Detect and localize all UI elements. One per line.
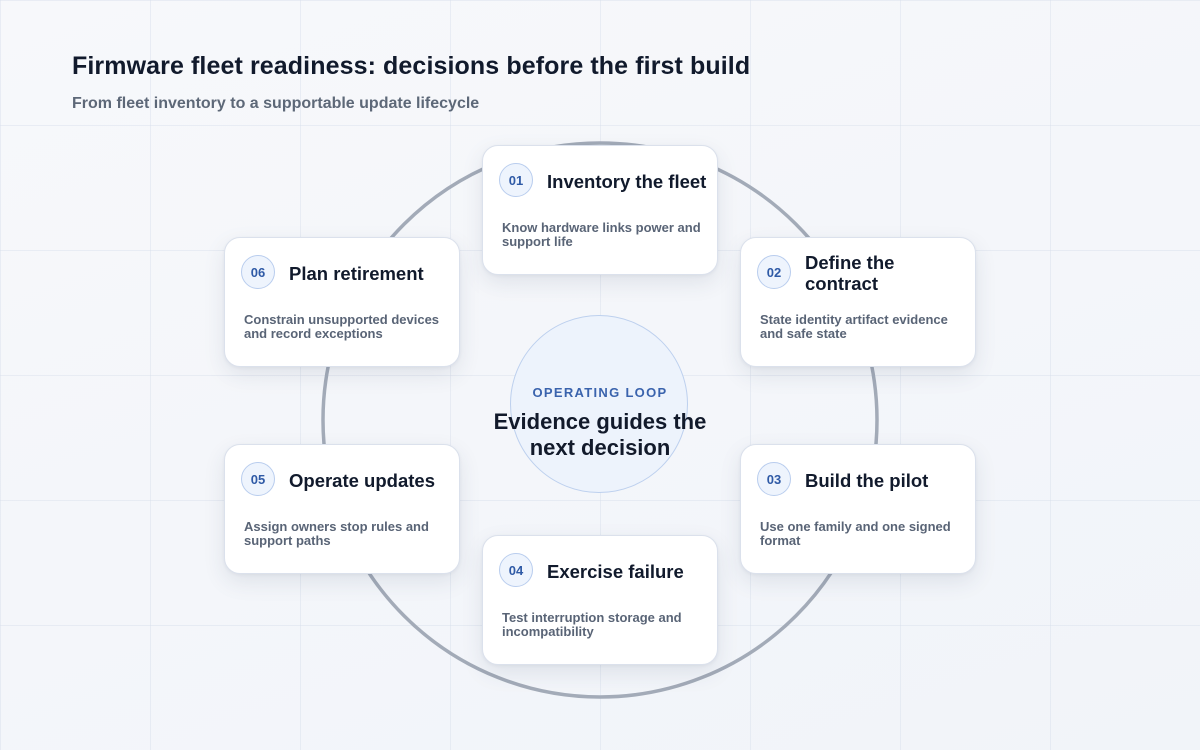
step-description: Use one family and one signed format — [760, 519, 951, 548]
step-number-badge: 06 — [241, 255, 275, 289]
step-title: Define the contract — [805, 252, 895, 294]
step-number-badge: 03 — [757, 462, 791, 496]
step-card-05: 05 Operate updates Assign owners stop ru… — [224, 444, 460, 574]
step-title: Inventory the fleet — [547, 170, 707, 192]
step-title: Build the pilot — [805, 469, 929, 491]
hub-kicker: OPERATING LOOP — [532, 385, 668, 400]
step-description: Constrain unsupported devices and record… — [244, 312, 440, 341]
page-subtitle: From fleet inventory to a supportable up… — [72, 95, 480, 112]
step-number-badge: 02 — [757, 255, 791, 289]
step-number-badge: 01 — [499, 163, 533, 197]
center-hub — [510, 315, 688, 493]
hub-text: Evidence guides the next decision — [493, 409, 707, 460]
step-description: Assign owners stop rules and support pat… — [244, 519, 429, 548]
step-title: Operate updates — [289, 469, 435, 491]
step-card-01: 01 Inventory the fleet Know hardware lin… — [482, 145, 718, 275]
step-number-badge: 05 — [241, 462, 275, 496]
page-title: Firmware fleet readiness: decisions befo… — [72, 52, 751, 80]
step-title: Plan retirement — [289, 262, 424, 284]
step-card-02: 02 Define the contract State identity ar… — [740, 237, 976, 367]
step-number-badge: 04 — [499, 553, 533, 587]
step-card-06: 06 Plan retirement Constrain unsupported… — [224, 237, 460, 367]
step-description: Know hardware links power and support li… — [502, 220, 701, 249]
step-description: State identity artifact evidence and saf… — [760, 312, 948, 341]
step-card-04: 04 Exercise failure Test interruption st… — [482, 535, 718, 665]
step-card-03: 03 Build the pilot Use one family and on… — [740, 444, 976, 574]
step-description: Test interruption storage and incompatib… — [502, 610, 682, 639]
step-title: Exercise failure — [547, 560, 684, 582]
